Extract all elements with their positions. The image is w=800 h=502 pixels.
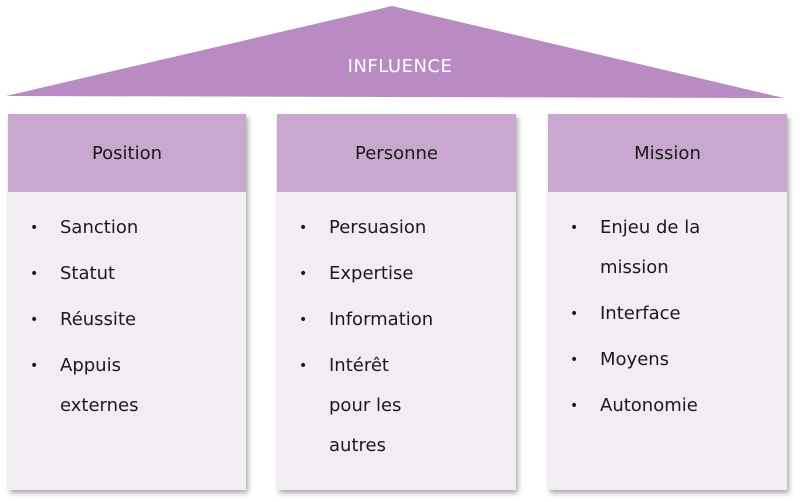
roof-title: INFLUENCE [347, 56, 453, 77]
pillar-list: Enjeu de la mission Interface Moyens Aut… [548, 192, 787, 426]
roof-triangle [6, 6, 784, 98]
list-item: Réussite [8, 300, 246, 340]
pillar-title: Mission [548, 114, 787, 192]
list-item: Moyens [548, 340, 787, 380]
list-item: Persuasion [277, 208, 516, 248]
pillar-list: Sanction Statut Réussite Appuis externes [8, 192, 246, 426]
pillar-title: Position [8, 114, 246, 192]
pillar-position: Position Sanction Statut Réussite Appuis… [8, 114, 246, 490]
list-item: Information [277, 300, 516, 340]
list-item: Appuis externes [8, 346, 158, 426]
pillar-mission: Mission Enjeu de la mission Interface Mo… [548, 114, 787, 490]
list-item: Enjeu de la mission [548, 208, 728, 288]
list-item: Autonomie [548, 386, 787, 426]
list-item: Statut [8, 254, 246, 294]
pillar-title: Personne [277, 114, 516, 192]
pillar-personne: Personne Persuasion Expertise Informatio… [277, 114, 516, 490]
list-item: Intérêt pour les autres [277, 346, 417, 466]
list-item: Sanction [8, 208, 246, 248]
pillar-list: Persuasion Expertise Information Intérêt… [277, 192, 516, 466]
list-item: Interface [548, 294, 787, 334]
list-item: Expertise [277, 254, 516, 294]
